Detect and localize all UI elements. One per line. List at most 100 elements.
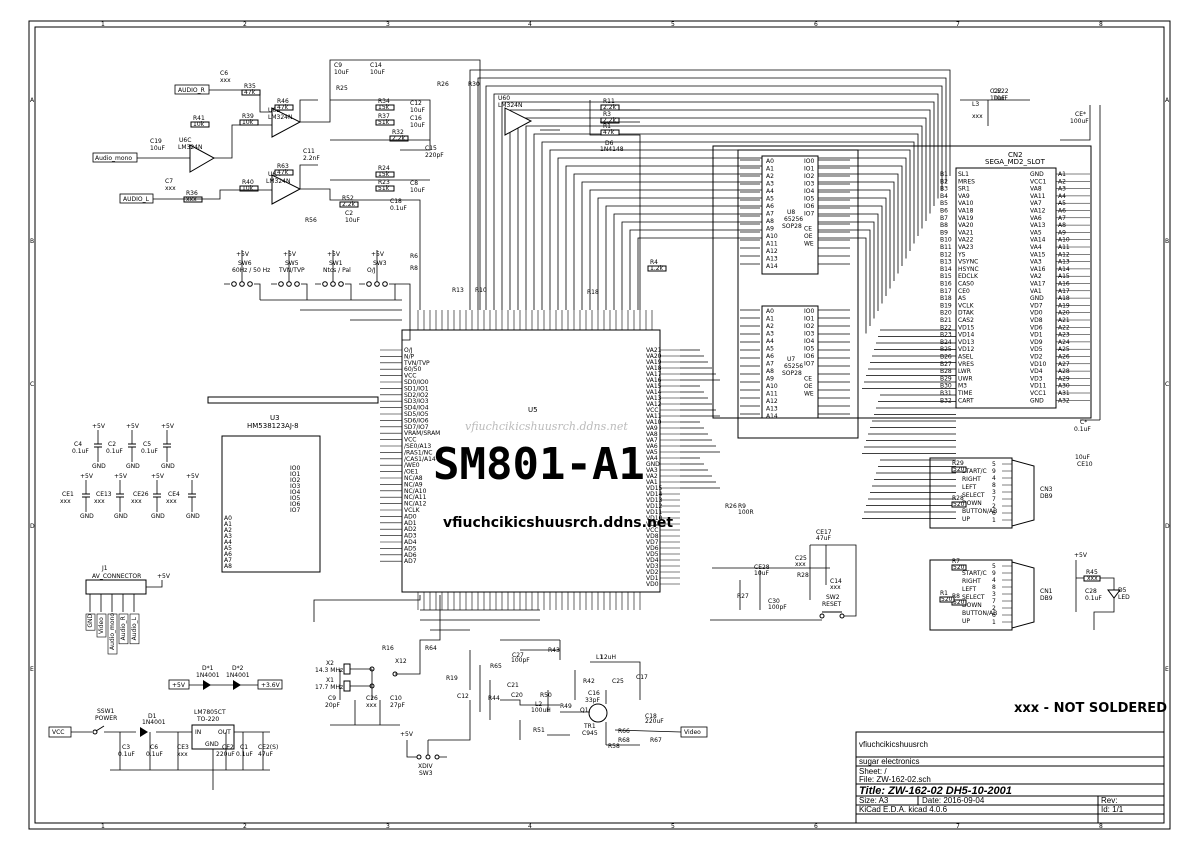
switch-contact — [322, 281, 328, 287]
switch-contact — [338, 281, 344, 287]
cn1-pin-number: 5 — [992, 563, 996, 570]
u7-pkg: SOP28 — [782, 370, 802, 377]
cap-gnd: GND — [92, 463, 106, 470]
c28-ref: C28 — [1085, 588, 1097, 595]
u5-right-pin-label: VD8 — [646, 533, 659, 540]
c27-val: 100pF — [511, 657, 530, 664]
u5-right-pin-label: VA16 — [646, 377, 662, 384]
audio-wires — [137, 59, 641, 310]
u5-ref: U5 — [528, 406, 538, 414]
u5-left-pin-label: SD6/IO6 — [404, 417, 429, 424]
r45-body — [1083, 575, 1101, 582]
dram-u3: U3 HM538123AJ-8 A0A1A2A3A4A5A6A7A8IO0IO1… — [221, 414, 321, 573]
u7-pins-left-label: A8 — [766, 368, 774, 375]
av-body — [85, 579, 147, 595]
opamp-u60 — [504, 107, 533, 136]
ce18-val: 220uF — [645, 718, 664, 725]
slot-a-signal: VA13 — [1030, 222, 1046, 229]
q1-symbol — [588, 703, 608, 723]
d-star1-part: 1N4001 — [196, 672, 220, 679]
slot-b-signal: ASEL — [958, 354, 974, 361]
u5-left-pin-label: VCC — [404, 373, 416, 380]
u5-right-pin-label: VD5 — [646, 551, 659, 558]
cn1-ref: CN1 — [1040, 588, 1053, 595]
u8-pins-left-label: A8 — [766, 218, 774, 225]
resistor-ref: R41 — [193, 115, 205, 122]
top-right-wires — [960, 99, 1101, 421]
sram-frame — [737, 149, 859, 439]
resistor-body — [274, 104, 294, 111]
cn1-pin-number: 7 — [992, 598, 996, 605]
u5-right-pins: VA21VA20VA19VA18VA17VA16VA15VA14VA13VA12… — [646, 347, 680, 588]
u5-right-pin-label: GND — [646, 461, 660, 468]
u8-pins-right-label: IO7 — [804, 211, 814, 218]
resistor-value: 2.2k — [342, 201, 356, 208]
plus5v-label: +5V — [172, 682, 186, 689]
col-1-bottom: 1 — [101, 823, 105, 830]
col-2: 2 — [243, 21, 247, 28]
u5-left-pin-label: SD7/IO7 — [404, 424, 429, 431]
col-4: 4 — [528, 21, 532, 28]
row-a: A — [30, 97, 35, 104]
u3-right-pin: IO6 — [290, 501, 300, 508]
col-8: 8 — [1099, 21, 1103, 28]
ce3-ref: CE3 — [177, 744, 189, 751]
tb-tool: KiCad E.D.A. kicad 4.0.6 — [859, 805, 948, 814]
cn1-type: DB9 — [1040, 595, 1053, 602]
u5-right-pin-label: VA12 — [646, 401, 662, 408]
xdiv-ref: SW3 — [419, 770, 433, 777]
switch-label: TVN/TVP — [278, 267, 305, 274]
video-part-ref: C21 — [507, 682, 519, 689]
d-star2-part: 1N4001 — [226, 672, 250, 679]
slot-a-signal: VD1 — [1030, 332, 1043, 339]
u3-left-pin: A8 — [224, 563, 232, 570]
slot-a-signal: VA7 — [1030, 200, 1042, 207]
reset-part-value: xxx — [795, 561, 806, 568]
u5-right-pin-label: VD12 — [646, 503, 663, 510]
db9-resistor-ref: R29 — [952, 460, 964, 467]
resistor-value: 1.2k — [650, 265, 664, 272]
reset-part-ref: R26 — [725, 503, 737, 510]
slot-a-pin: A28 — [1058, 368, 1070, 375]
cn3-pin-number: 8 — [992, 482, 996, 489]
db9-resistor-value: 520 — [941, 596, 953, 603]
cn3-pin-number: 2 — [992, 503, 996, 510]
ce2s-ref: CE2(S) — [258, 744, 278, 751]
slot-a-pin: A23 — [1058, 332, 1070, 339]
resistor-value: 10k — [242, 119, 254, 126]
video-part-ref: L2 — [535, 701, 542, 708]
switch-ref: SW1 — [329, 260, 343, 267]
slot-b-pin: B23 — [940, 332, 952, 339]
u8-body — [761, 155, 819, 275]
resistor-body — [600, 117, 620, 124]
c9-ref: C9 — [328, 695, 336, 702]
resistor-ref: R35 — [244, 83, 256, 90]
switch-contact — [239, 281, 245, 287]
slot-a-signal: VA17 — [1030, 281, 1046, 288]
resistor-ref: R24 — [378, 165, 390, 172]
resistor-ref: R1 — [603, 123, 611, 130]
u5-left-pin-label: AD7 — [404, 558, 417, 565]
bus-wire — [597, 197, 887, 310]
slot-a-pin: A4 — [1058, 193, 1066, 200]
u6c-part: LM324N — [178, 144, 202, 151]
reg-pkg: TO-220 — [196, 716, 219, 723]
switch-label: O/J — [367, 267, 376, 274]
d1-part: 1N4001 — [142, 719, 166, 726]
cn1-signal: SELECT — [962, 594, 985, 601]
resistor-ref: R18 — [587, 289, 599, 296]
u5-left-pin-label: 60/50 — [404, 366, 421, 373]
u8-pins-left-label: A6 — [766, 203, 774, 210]
x12-contact-b — [369, 683, 375, 689]
resistor-value: 10k — [193, 121, 205, 128]
slot-b-pin: B32 — [940, 397, 952, 404]
cn3-signal: UP — [962, 516, 970, 523]
power-section: VCC SSW1 POWER D1 1N4001 LM7805CT TO-220… — [48, 708, 278, 790]
slot-a-pin: A25 — [1058, 346, 1070, 353]
slot-b-pin: B9 — [940, 229, 948, 236]
cap-gnd: GND — [114, 513, 128, 520]
av-net-box — [107, 613, 118, 655]
video-part-ref: R51 — [533, 727, 545, 734]
